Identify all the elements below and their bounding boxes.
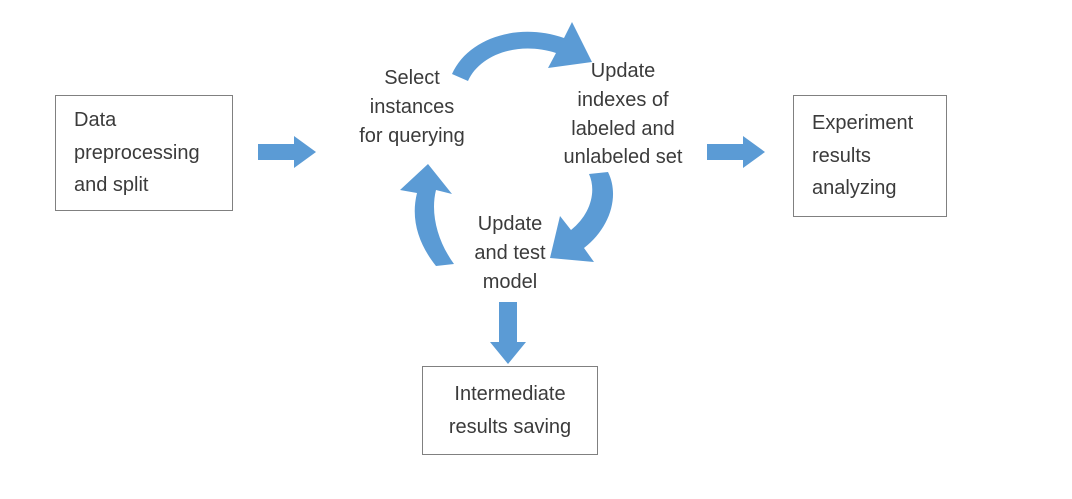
cycle-node-select-instances-line-1: Select <box>384 67 440 89</box>
box-data-preprocessing-line-1: Data <box>74 109 117 132</box>
box-intermediate-results-line-1: Intermediate <box>454 383 566 406</box>
cycle-node-update-test-model: Update and test model <box>450 210 570 296</box>
box-experiment-results-line-1: Experiment <box>812 112 914 135</box>
cycle-node-update-indexes-line-3: labeled and <box>571 117 675 140</box>
arrow-model-to-intermediate-icon <box>490 302 526 364</box>
box-data-preprocessing-line-2: preprocessing <box>74 141 200 164</box>
box-intermediate-results: Intermediate results saving <box>422 366 598 455</box>
box-experiment-results-line-2: results <box>812 144 871 167</box>
cycle-node-select-instances-line-3: for querying <box>359 124 465 147</box>
arrow-data-to-select-icon <box>258 136 316 168</box>
cycle-node-update-indexes-line-4: unlabeled set <box>563 146 683 169</box>
box-experiment-results-line-3: analyzing <box>812 177 897 200</box>
cycle-node-update-test-model-line-1: Update <box>477 213 543 235</box>
cycle-node-update-indexes-line-1: Update <box>590 60 656 82</box>
cycle-node-update-test-model-line-3: model <box>482 270 538 293</box>
arrow-indexes-to-experiment-icon <box>707 136 765 168</box>
cycle-node-update-indexes: Update indexes of labeled and unlabeled … <box>562 57 684 172</box>
cycle-node-update-test-model-line-2: and test <box>474 241 546 264</box>
box-data-preprocessing-line-3: and split <box>74 174 149 197</box>
cycle-node-update-indexes-line-2: indexes of <box>577 88 669 111</box>
box-intermediate-results-line-2: results saving <box>448 415 572 438</box>
cycle-node-select-instances: Select instances for querying <box>347 64 477 150</box>
box-experiment-results: Experiment results analyzing <box>793 95 947 217</box>
box-data-preprocessing: Data preprocessing and split <box>55 95 233 211</box>
cycle-node-select-instances-line-2: instances <box>369 95 455 118</box>
